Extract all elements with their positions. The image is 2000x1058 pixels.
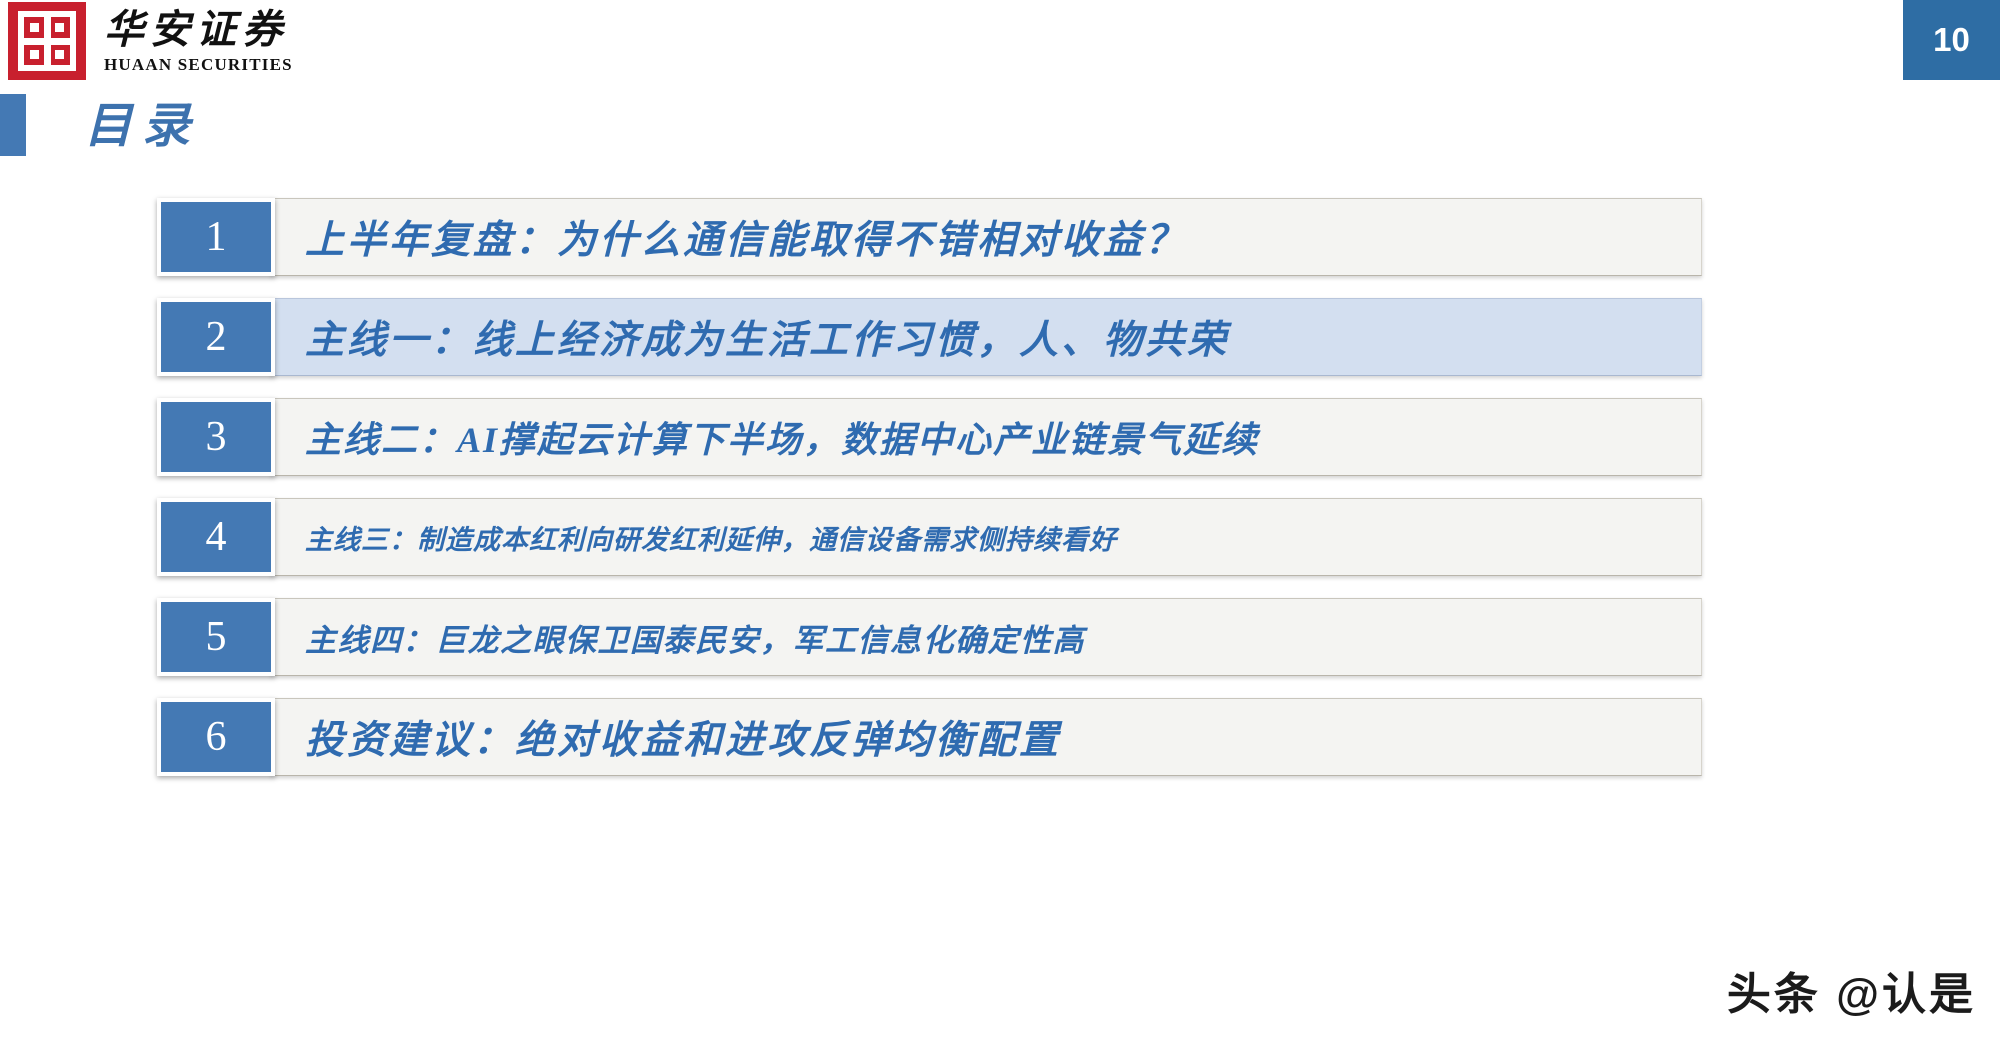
slide-header: 华安证券 HUAAN SECURITIES 10: [0, 0, 2000, 84]
toc-label-bar: 主线四：巨龙之眼保卫国泰民安，军工信息化确定性高: [271, 598, 1702, 676]
toc-number-badge: 6: [157, 698, 275, 776]
toc-number-badge: 3: [157, 398, 275, 476]
page-title: 目录: [84, 100, 201, 153]
toc-number-badge: 1: [157, 198, 275, 276]
toc-item-label: 投资建议：绝对收益和进攻反弹均衡配置: [305, 719, 1062, 762]
page-number-badge: 10: [1903, 0, 2000, 80]
toc-item-1[interactable]: 1 上半年复盘：为什么通信能取得不错相对收益？: [157, 198, 1702, 276]
toc-item-5[interactable]: 5 主线四：巨龙之眼保卫国泰民安，军工信息化确定性高: [157, 598, 1702, 676]
toc-item-3[interactable]: 3 主线二：AI撑起云计算下半场，数据中心产业链景气延续: [157, 398, 1702, 476]
title-accent-bar: [0, 94, 26, 156]
watermark: 头条 @认是: [1726, 970, 1976, 1019]
huaan-seal-logo-icon: [8, 2, 86, 80]
brand-name-cn: 华安证券: [104, 6, 288, 52]
table-of-contents: 1 上半年复盘：为什么通信能取得不错相对收益？ 2 主线一：线上经济成为生活工作…: [157, 198, 1702, 798]
toc-number-badge: 4: [157, 498, 275, 576]
toc-label-bar: 主线一：线上经济成为生活工作习惯，人、物共荣: [271, 298, 1702, 376]
brand-text: 华安证券 HUAAN SECURITIES: [104, 6, 293, 74]
toc-item-label: 主线三：制造成本红利向研发红利延伸，通信设备需求侧持续看好: [305, 524, 1117, 555]
toc-label-bar: 上半年复盘：为什么通信能取得不错相对收益？: [271, 198, 1702, 276]
toc-label-bar: 投资建议：绝对收益和进攻反弹均衡配置: [271, 698, 1702, 776]
toc-item-2[interactable]: 2 主线一：线上经济成为生活工作习惯，人、物共荣: [157, 298, 1702, 376]
brand-name-en: HUAAN SECURITIES: [104, 54, 293, 74]
toc-item-4[interactable]: 4 主线三：制造成本红利向研发红利延伸，通信设备需求侧持续看好: [157, 498, 1702, 576]
toc-item-label: 主线二：AI撑起云计算下半场，数据中心产业链景气延续: [305, 420, 1260, 460]
brand-lockup: 华安证券 HUAAN SECURITIES: [8, 2, 293, 80]
toc-item-label: 上半年复盘：为什么通信能取得不错相对收益？: [305, 219, 1188, 262]
toc-number-badge: 2: [157, 298, 275, 376]
toc-label-bar: 主线三：制造成本红利向研发红利延伸，通信设备需求侧持续看好: [271, 498, 1702, 576]
toc-label-bar: 主线二：AI撑起云计算下半场，数据中心产业链景气延续: [271, 398, 1702, 476]
toc-item-label: 主线四：巨龙之眼保卫国泰民安，军工信息化确定性高: [305, 622, 1085, 658]
toc-item-label: 主线一：线上经济成为生活工作习惯，人、物共荣: [305, 319, 1230, 362]
toc-item-6[interactable]: 6 投资建议：绝对收益和进攻反弹均衡配置: [157, 698, 1702, 776]
toc-number-badge: 5: [157, 598, 275, 676]
